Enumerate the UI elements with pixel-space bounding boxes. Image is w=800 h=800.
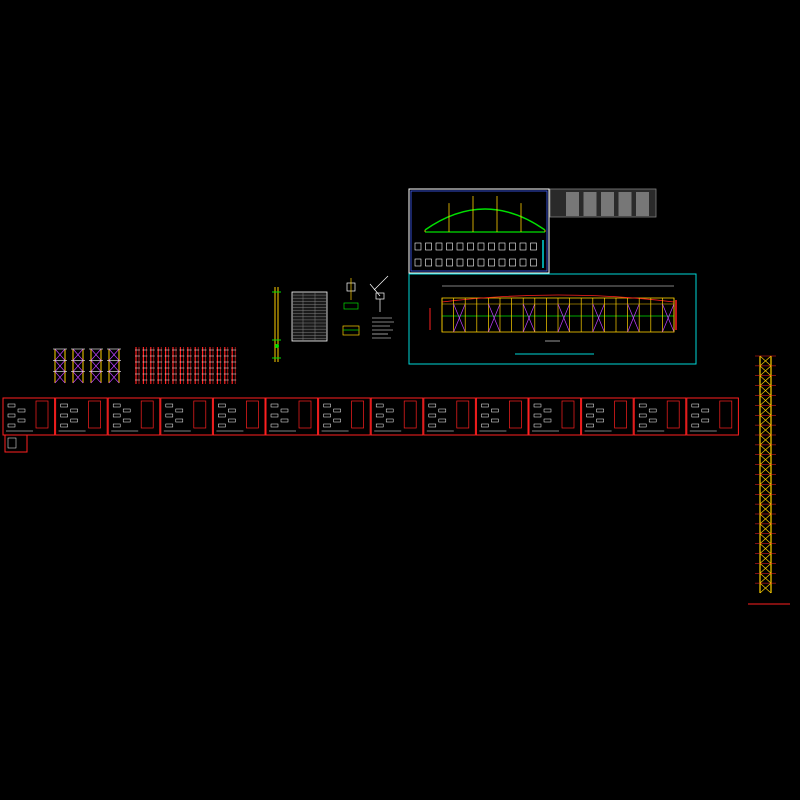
detail-sheet xyxy=(581,397,634,436)
detail-sheet xyxy=(423,397,476,436)
column-sheet xyxy=(209,347,214,384)
column-sheet xyxy=(194,347,200,384)
connection-details xyxy=(342,275,394,339)
column-sheet xyxy=(223,347,229,384)
column-sheet xyxy=(142,347,148,384)
braced-frame xyxy=(107,348,121,384)
column-elevation-sheets xyxy=(135,347,237,384)
small-braced-frames xyxy=(53,348,121,384)
braced-frame xyxy=(89,348,103,384)
detail-sheet xyxy=(107,397,161,436)
column-sheet xyxy=(216,347,222,384)
column-sheet xyxy=(201,347,207,384)
column-sheet xyxy=(149,347,155,384)
detail-sheet xyxy=(370,397,424,436)
small-detail-sheet xyxy=(4,434,28,453)
column-sheet xyxy=(164,347,170,384)
column-sheet xyxy=(231,347,237,384)
detail-sheet xyxy=(318,397,371,436)
column-sheet xyxy=(179,347,185,384)
detail-sheet xyxy=(212,397,266,436)
column-sheet xyxy=(135,347,140,384)
detail-sheet xyxy=(475,397,529,436)
specification-table xyxy=(291,291,328,342)
column-sheet xyxy=(172,347,177,384)
column-detail xyxy=(272,287,281,362)
detail-sheet xyxy=(2,397,56,436)
braced-frame xyxy=(71,348,85,384)
elevation-table xyxy=(549,188,657,218)
detail-sheet xyxy=(55,397,108,436)
column-sheet xyxy=(186,347,192,384)
arched-truss-sheet xyxy=(408,188,550,274)
detail-sheet xyxy=(528,397,582,436)
column-sheet xyxy=(157,347,163,384)
detail-sheet xyxy=(633,397,687,436)
detail-sheet xyxy=(265,397,319,436)
detail-sheet xyxy=(686,397,739,436)
lattice-tower-elevation xyxy=(748,355,790,605)
detail-sheet-row xyxy=(2,397,739,436)
long-truss-elevation-sheet xyxy=(408,273,697,365)
braced-frame xyxy=(53,348,67,384)
detail-sheet xyxy=(160,397,213,436)
